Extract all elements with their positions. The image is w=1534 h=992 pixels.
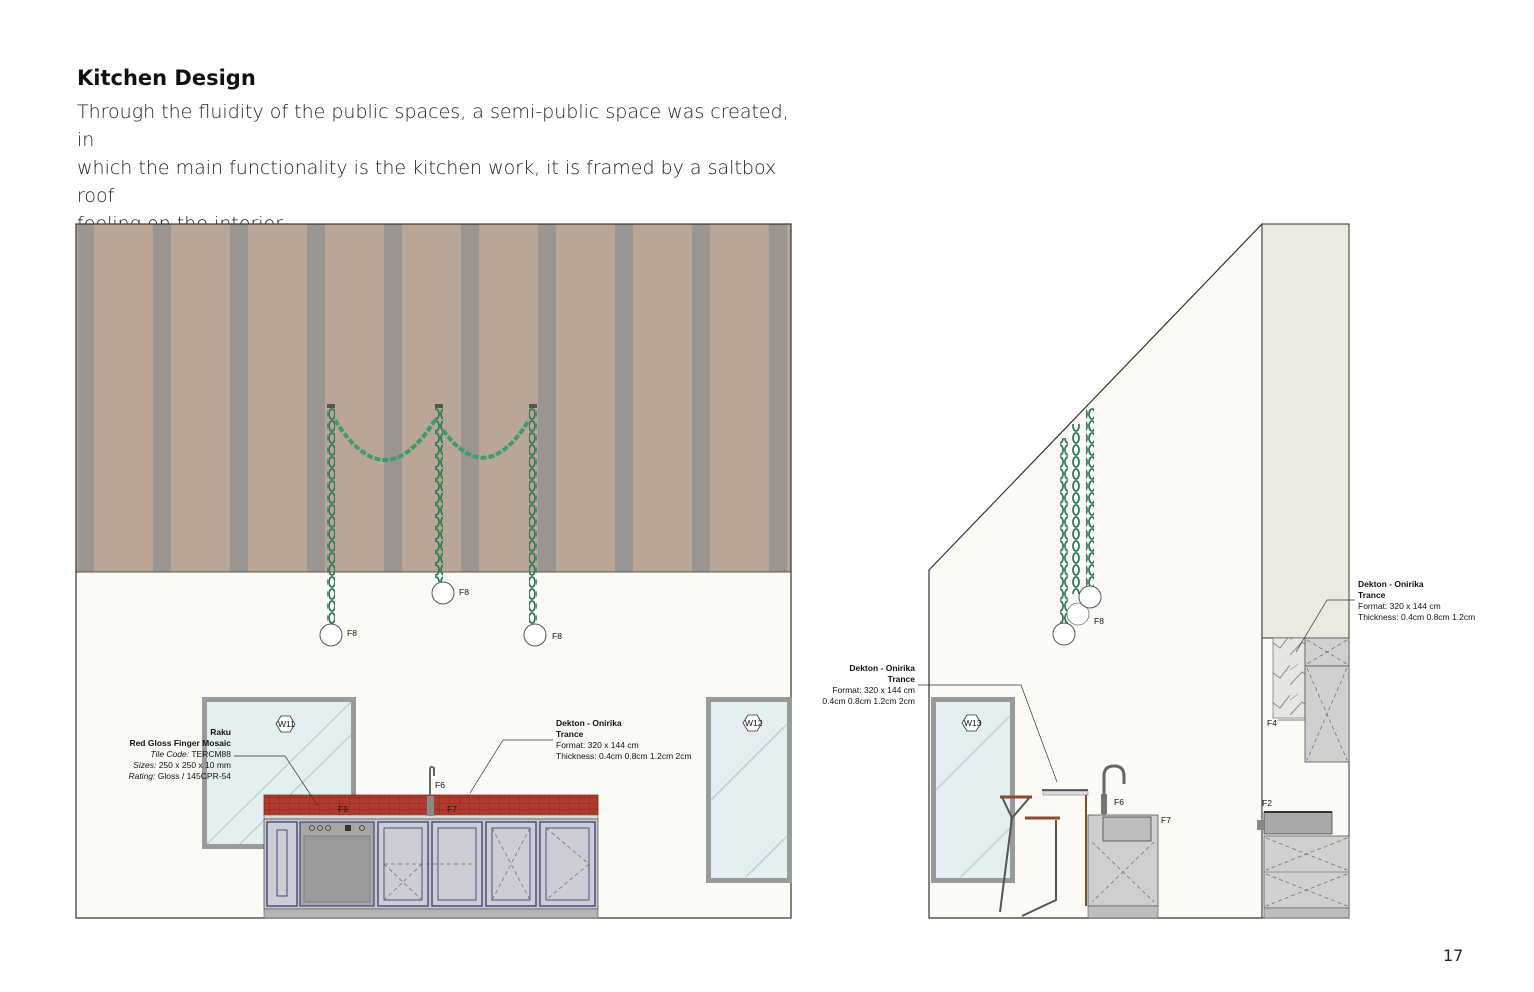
globe-light-right (523, 623, 547, 647)
tile-rating: Rating: Gloss / 145CPR-54 (128, 771, 231, 781)
tile-name-line1: Raku (210, 727, 231, 737)
intro-line-1: Through the fluidity of the public space… (77, 101, 789, 151)
chain-swag-left (333, 418, 437, 462)
tile-name-line2: Red Gloss Finger Mosaic (129, 738, 231, 748)
counter-format: Format: 320 x 144 cm (556, 740, 639, 750)
fixture-tag-f9: F9 (338, 804, 348, 814)
chain-swag-right (441, 418, 531, 460)
chain-left (327, 408, 335, 624)
side-fixture-tag-f7: F7 (1161, 815, 1171, 825)
chain-middle (435, 408, 443, 582)
wall-name-line1: Dekton - Onirika (1358, 579, 1424, 589)
wall-format: Format: 320 x 144 cm (1358, 601, 1441, 611)
intro-line-2: which the main functionality is the kitc… (77, 157, 777, 207)
fixture-tag-f7: F7 (447, 804, 457, 814)
side-chain-lights: F8 (1052, 408, 1104, 646)
light-tag-left: F8 (347, 628, 357, 638)
side-fixture-tag-f2: F2 (1262, 798, 1272, 808)
front-elevation: F8 F8 F8 W11 W12 (75, 223, 792, 919)
side-light-tag: F8 (1094, 616, 1104, 626)
light-tag-middle: F8 (459, 587, 469, 597)
front-wood-wall (76, 224, 791, 572)
marble-panel (1272, 637, 1306, 719)
window-tag-w13: W13 (964, 718, 982, 728)
window-w13: W13 (931, 697, 1015, 883)
counter-annotation-side: Dekton - Onirika Trance Format: 320 x 14… (822, 663, 1058, 783)
front-battens (78, 224, 787, 572)
kitchen-island: F6 F7 F9 (263, 765, 599, 919)
side-counter-format: Format: 320 x 144 cm (832, 685, 915, 695)
side-elevation: F8 W13 (822, 222, 1475, 919)
side-kitchen-tap (1102, 764, 1126, 815)
wall-thickness: Thickness: 0.4cm 0.8cm 1.2cm (1358, 612, 1475, 622)
tile-sizes: Sizes: 250 x 250 x 10 mm (133, 760, 231, 770)
window-tag-w12: W12 (745, 718, 763, 728)
counter-name-line2: Trance (556, 729, 584, 739)
side-counter-name-line2: Trance (888, 674, 916, 684)
tile-code: Tile Code: TERCM88 (150, 749, 231, 759)
window-w12: W12 (706, 697, 792, 883)
side-counter-thickness: 0.4cm 0.8cm 1.2cm 2cm (822, 696, 915, 706)
page-number: 17 (1443, 946, 1464, 965)
side-counter-leader (918, 684, 1058, 783)
window-tag-w11: W11 (278, 719, 295, 729)
fixture-tag-f6: F6 (435, 780, 445, 790)
light-tag-right: F8 (552, 631, 562, 641)
side-counter-name-line1: Dekton - Onirika (849, 663, 915, 673)
side-right-cabinets: F4 F2 (1257, 637, 1350, 919)
bar-stool (999, 795, 1060, 917)
counter-leader-line (469, 739, 553, 794)
tile-leader-line (234, 755, 319, 807)
counter-name-line1: Dekton - Onirika (556, 718, 622, 728)
page-title: Kitchen Design (77, 66, 256, 90)
counter-thickness: Thickness: 0.4cm 0.8cm 1.2cm 2cm (556, 751, 692, 761)
cooktop (1263, 811, 1333, 835)
kitchen-tap (429, 765, 435, 798)
chain-pendant-lights: F8 F8 F8 (319, 404, 562, 647)
side-fixture-tag-f6: F6 (1114, 797, 1124, 807)
globe-light-middle (431, 581, 455, 605)
counter-annotation-front: Dekton - Onirika Trance Format: 320 x 14… (469, 718, 692, 794)
side-counter: F6 F7 (1042, 764, 1171, 919)
wall-leader (1295, 599, 1355, 653)
wall-annotation-side: Dekton - Onirika Trance Format: 320 x 14… (1295, 579, 1475, 653)
chain-right (529, 408, 537, 624)
wall-name-line2: Trance (1358, 590, 1386, 600)
side-fixture-tag-f4: F4 (1267, 718, 1277, 728)
side-globe-light (1052, 622, 1076, 646)
globe-light-left (319, 623, 343, 647)
tile-annotation: Raku Red Gloss Finger Mosaic Tile Code: … (128, 727, 319, 807)
side-tall-cabinet (1261, 223, 1350, 639)
